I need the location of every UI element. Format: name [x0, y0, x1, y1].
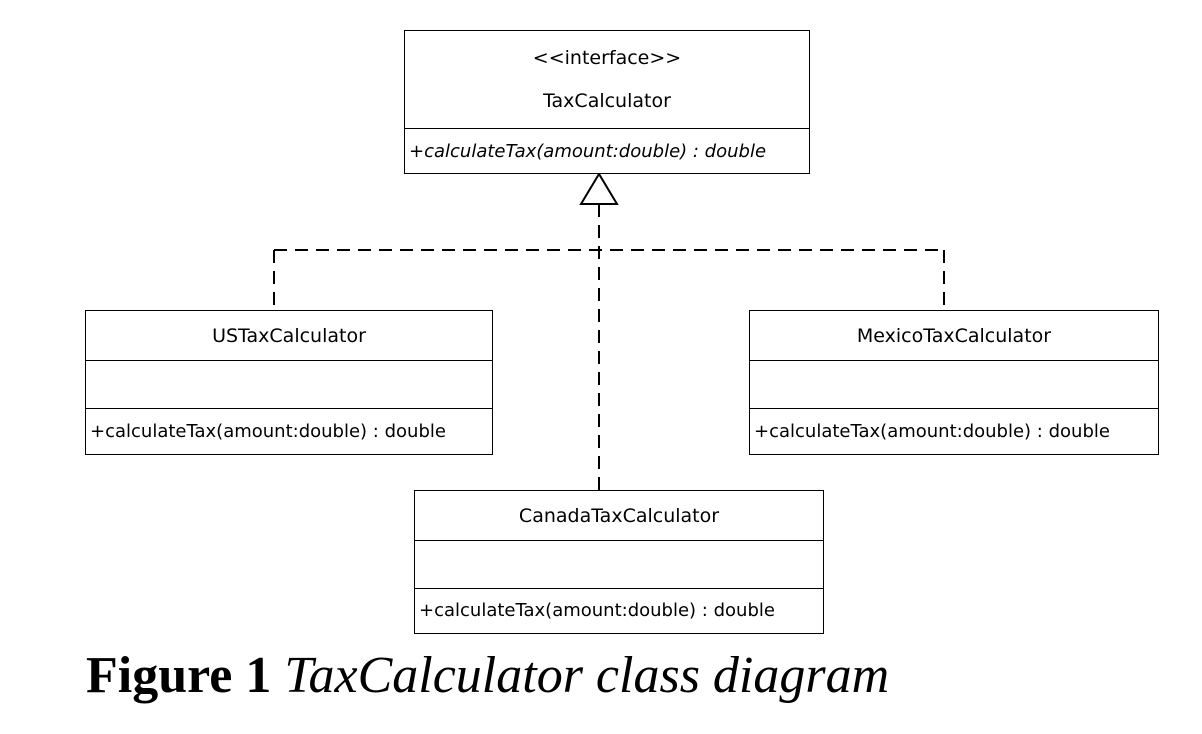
- attribute-compartment: [415, 541, 823, 589]
- figure-number: Figure 1: [86, 647, 272, 704]
- class-box-mexicotaxcalculator[interactable]: MexicoTaxCalculator +calculateTax(amount…: [749, 310, 1159, 455]
- attribute-compartment: [750, 361, 1158, 409]
- class-name-compartment: USTaxCalculator: [86, 311, 492, 361]
- class-name: USTaxCalculator: [212, 324, 366, 347]
- interface-box-taxcalculator[interactable]: <<interface>> TaxCalculator +calculateTa…: [404, 30, 810, 174]
- class-name: CanadaTaxCalculator: [518, 504, 720, 527]
- interface-method-compartment: +calculateTax(amount:double) : double: [405, 129, 809, 173]
- realization-arrowhead: [579, 172, 619, 205]
- class-name-compartment: CanadaTaxCalculator: [415, 491, 823, 541]
- class-method: +calculateTax(amount:double) : double: [419, 600, 775, 621]
- class-method: +calculateTax(amount:double) : double: [90, 420, 446, 442]
- method-compartment: +calculateTax(amount:double) : double: [750, 409, 1158, 453]
- interface-stereotype: <<interface>>: [532, 47, 682, 70]
- figure-caption: Figure 1 TaxCalculator class diagram: [86, 646, 889, 705]
- figure-caption-text: TaxCalculator class diagram: [284, 647, 890, 704]
- attribute-compartment: [86, 361, 492, 409]
- class-method: +calculateTax(amount:double) : double: [754, 420, 1110, 442]
- interface-method: +calculateTax(amount:double) : double: [409, 140, 767, 162]
- class-name-compartment: MexicoTaxCalculator: [750, 311, 1158, 361]
- method-compartment: +calculateTax(amount:double) : double: [86, 409, 492, 453]
- interface-header: <<interface>> TaxCalculator: [405, 31, 809, 129]
- class-box-ustaxcalculator[interactable]: USTaxCalculator +calculateTax(amount:dou…: [85, 310, 493, 455]
- class-box-canadataxcalculator[interactable]: CanadaTaxCalculator +calculateTax(amount…: [414, 490, 824, 634]
- interface-name: TaxCalculator: [543, 89, 671, 112]
- class-name: MexicoTaxCalculator: [856, 324, 1052, 347]
- method-compartment: +calculateTax(amount:double) : double: [415, 589, 823, 632]
